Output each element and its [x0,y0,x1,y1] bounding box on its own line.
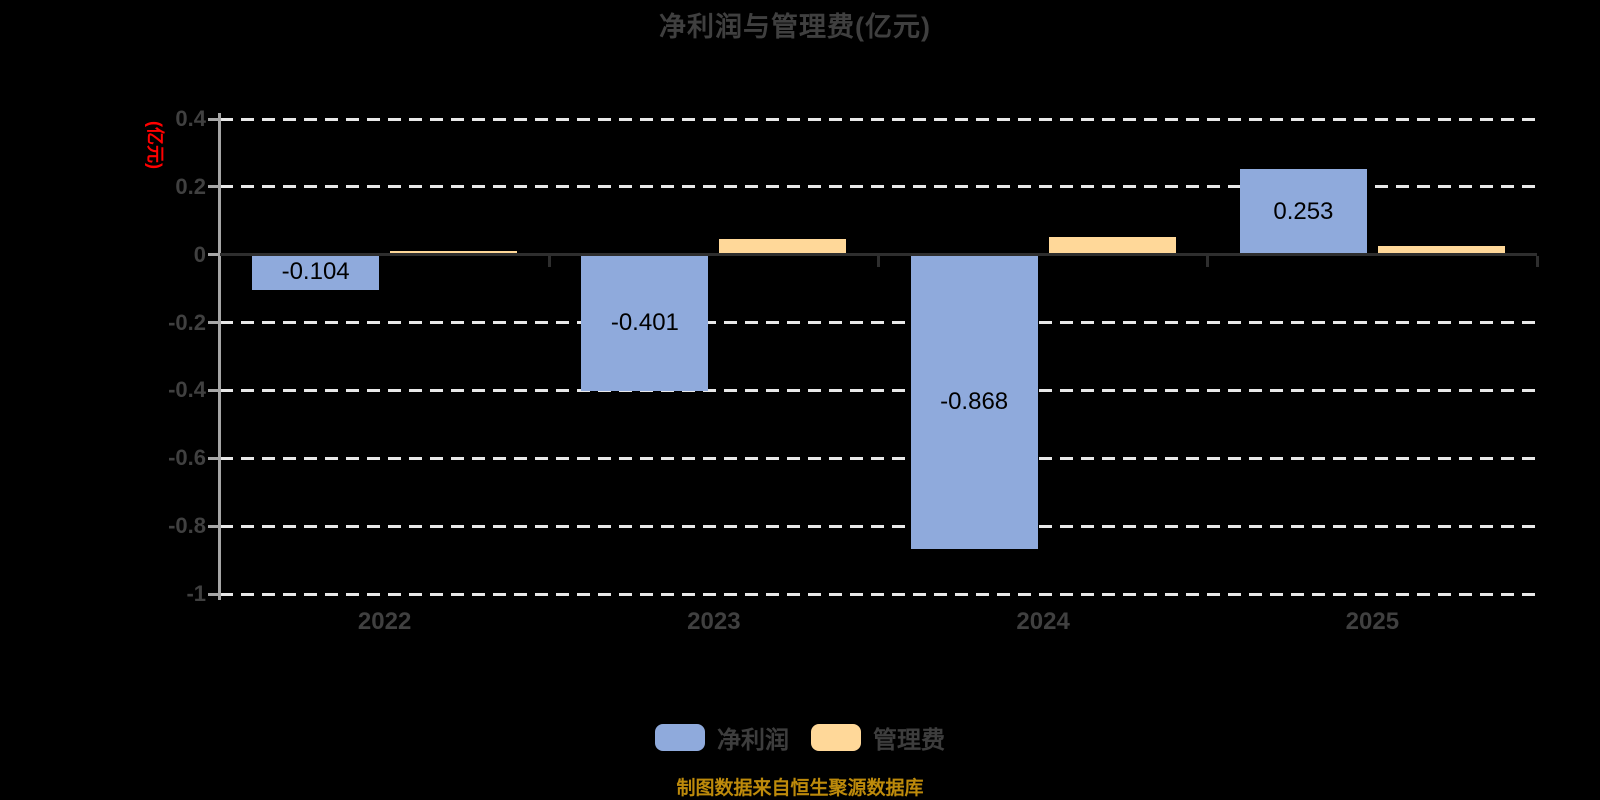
y-tick-label: 0 [193,241,206,267]
chart-title: 净利润与管理费(亿元) [659,12,931,42]
y-axis-tick [208,253,218,257]
bar-value-label: -0.401 [610,308,679,336]
y-axis-tick [208,117,218,121]
x-axis-tick [547,256,551,268]
bar-value-label: 0.253 [1273,197,1334,225]
x-axis-tick [1535,256,1539,268]
bar-管理费-2022 [390,251,518,255]
gridline [220,388,1537,392]
x-axis-zero-line [220,253,1537,257]
y-tick-label: -0.4 [168,377,206,403]
source-note: 制图数据来自恒生聚源数据库 [676,778,924,799]
bar-净利润-2024 [910,254,1038,550]
x-tick-label: 2024 [1016,608,1070,635]
y-tick-label: -0.8 [168,513,206,539]
y-axis-tick [208,321,218,325]
legend-label-mgmt-fee: 管理费 [873,727,945,754]
y-tick-label: -0.2 [168,309,206,335]
y-tick-label: -1 [186,581,206,606]
y-tick-label: 0.4 [175,106,206,131]
y-axis-tick [208,388,218,392]
legend: 净利润 管理费 [0,720,1600,755]
x-tick-label: 2025 [1345,608,1400,635]
bar-管理费-2025 [1377,245,1505,255]
bar-净利润-2025 [1239,168,1367,255]
legend-swatch-net-profit [655,724,705,751]
x-tick-label: 2022 [357,608,412,635]
x-axis-tick [1206,256,1210,268]
y-axis-tick [208,185,218,189]
gridline [220,321,1537,325]
gridline [220,524,1537,528]
gridline [220,117,1537,121]
bar-净利润-2022 [252,254,380,290]
gridline [220,185,1537,189]
y-axis-tick [208,592,218,596]
x-tick-label: 2023 [687,608,741,635]
bar-value-label: -0.868 [940,387,1009,415]
y-tick-label: 0.2 [175,173,206,199]
bar-管理费-2023 [719,239,847,255]
legend-swatch-mgmt-fee [811,724,861,751]
gridline [220,456,1537,460]
legend-item-mgmt-fee: 管理费 [811,720,945,755]
bar-管理费-2024 [1048,237,1176,255]
gridline [220,592,1537,596]
legend-item-net-profit: 净利润 [655,720,789,755]
legend-label-net-profit: 净利润 [717,727,789,754]
bar-净利润-2023 [581,254,709,391]
y-axis-line [218,113,221,600]
y-axis-tick [208,524,218,528]
y-tick-label: -0.6 [168,445,206,471]
bar-value-label: -0.104 [281,258,350,286]
y-axis-tick [208,456,218,460]
x-axis-tick [877,256,880,268]
